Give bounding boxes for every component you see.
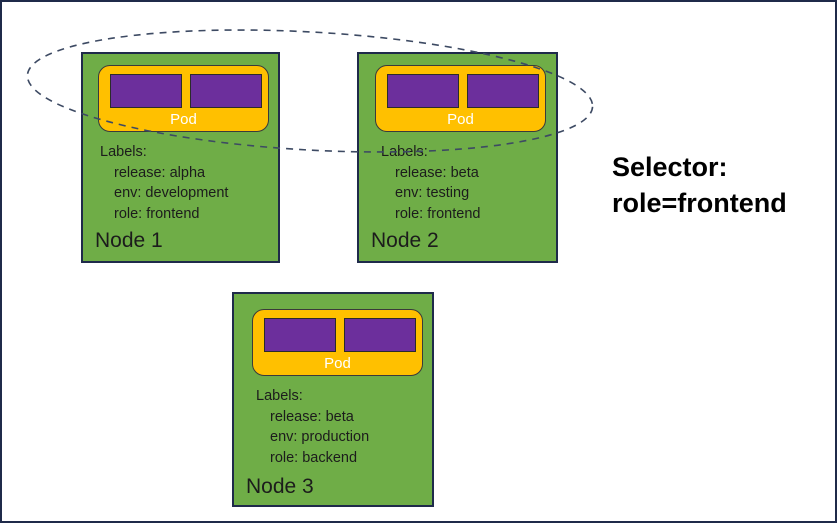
pod-box-1[interactable]: Pod — [98, 65, 269, 132]
node-box-1[interactable]: Pod Labels: release: alpha env: developm… — [81, 52, 280, 263]
pod-2-container-a — [387, 74, 459, 108]
pod-2-container-b — [467, 74, 539, 108]
pod-1-container-a — [110, 74, 182, 108]
node-1-labels: Labels: release: alpha env: development … — [100, 142, 228, 224]
node-2-label-env: env: testing — [395, 185, 470, 202]
pod-box-3[interactable]: Pod — [252, 309, 423, 376]
node-3-label-env: env: production — [270, 429, 370, 446]
pod-1-container-b — [190, 74, 262, 108]
node-1-labels-title: Labels: — [100, 144, 147, 160]
pod-box-2[interactable]: Pod — [375, 65, 546, 132]
selector-caption-line-1: Selector: — [612, 152, 728, 182]
node-3-label-release: release: beta — [270, 408, 354, 425]
node-3-labels-title: Labels: — [256, 388, 303, 404]
node-1-name: Node 1 — [95, 229, 163, 252]
node-1-label-env: env: development — [114, 185, 229, 202]
node-1-label-role: role: frontend — [114, 205, 200, 222]
node-box-3[interactable]: Pod Labels: release: beta env: productio… — [232, 292, 434, 507]
node-2-label-role: role: frontend — [395, 205, 481, 222]
pod-1-label: Pod — [170, 111, 197, 128]
node-box-2[interactable]: Pod Labels: release: beta env: testing r… — [357, 52, 558, 263]
selector-caption-line-2: role=frontend — [612, 187, 787, 218]
node-2-labels-title: Labels: — [381, 144, 428, 160]
node-2-labels: Labels: release: beta env: testing role:… — [381, 142, 480, 224]
pod-3-container-a — [264, 318, 336, 352]
node-3-labels: Labels: release: beta env: production ro… — [256, 386, 369, 468]
node-3-name: Node 3 — [246, 475, 314, 498]
node-2-label-release: release: beta — [395, 164, 479, 181]
node-1-label-release: release: alpha — [114, 164, 206, 181]
node-3-label-role: role: backend — [270, 449, 358, 466]
selector-caption: Selector: role=frontend — [612, 150, 787, 221]
pod-2-label: Pod — [447, 111, 474, 128]
node-2-name: Node 2 — [371, 229, 439, 252]
pod-3-container-b — [344, 318, 416, 352]
pod-3-label: Pod — [324, 355, 351, 372]
